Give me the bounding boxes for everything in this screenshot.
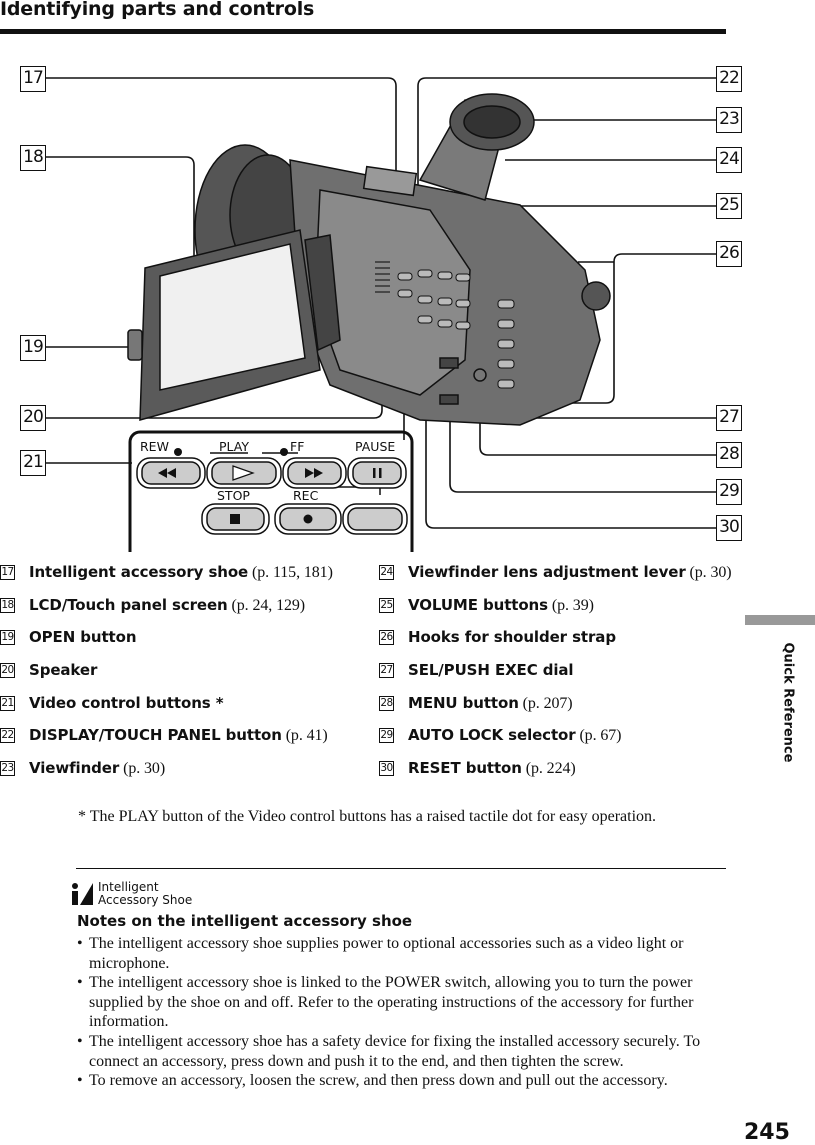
part-number: 30	[379, 761, 394, 777]
notes-list: •The intelligent accessory shoe supplies…	[77, 934, 729, 1091]
part-item: 22 DISPLAY/TOUCH PANEL button (p. 41)	[0, 726, 375, 759]
part-number: 29	[379, 728, 394, 744]
section-label: Quick Reference	[780, 642, 796, 763]
part-number: 25	[379, 597, 394, 613]
callout-26: 26	[716, 241, 742, 267]
note-item: •The intelligent accessory shoe supplies…	[77, 935, 684, 972]
section-divider	[76, 868, 726, 869]
footnote: * The PLAY button of the Video control b…	[78, 808, 657, 825]
part-name: Intelligent accessory shoe	[29, 563, 249, 581]
part-ref: (p. 224)	[521, 760, 576, 778]
note-text: The intelligent accessory shoe supplies …	[89, 935, 684, 972]
part-name: MENU button	[408, 693, 519, 712]
note-text: The intelligent accessory shoe has a saf…	[89, 1032, 701, 1070]
callout-18: 18	[20, 145, 46, 171]
part-ref: (p. 30)	[685, 564, 732, 581]
part-number: 21	[0, 695, 15, 711]
part-ref: (p. 67)	[575, 727, 622, 745]
part-number: 20	[0, 663, 15, 679]
part-name: RESET button	[408, 759, 522, 778]
rew-label: REW	[140, 439, 169, 454]
callout-30: 30	[716, 515, 742, 541]
part-item: 23 Viewfinder (p. 30)	[0, 759, 375, 792]
play-label: PLAY	[219, 439, 250, 454]
parts-list-right: 24 Viewfinder lens adjustment lever (p. 3…	[379, 563, 739, 792]
part-number: 24	[379, 565, 394, 580]
part-ref: (p. 24, 129)	[227, 596, 306, 614]
part-name: Hooks for shoulder strap	[408, 628, 616, 647]
part-name: AUTO LOCK selector	[408, 726, 576, 745]
note-item: •The intelligent accessory shoe has a sa…	[77, 1032, 701, 1070]
part-item: 30 RESET button (p. 224)	[379, 759, 739, 792]
part-name: VOLUME buttons	[408, 595, 548, 614]
note-text: To remove an accessory, loosen the screw…	[89, 1072, 668, 1090]
pause-label: PAUSE	[355, 439, 396, 454]
part-ref: (p. 115, 181)	[248, 564, 333, 581]
callout-17: 17	[20, 66, 46, 92]
part-number: 27	[379, 663, 394, 679]
part-number: 19	[0, 630, 15, 646]
part-number: 23	[0, 761, 15, 777]
part-item: 24 Viewfinder lens adjustment lever (p. 3…	[379, 563, 739, 596]
part-item: 28 MENU button (p. 207)	[379, 694, 739, 727]
part-name: LCD/Touch panel screen	[29, 595, 228, 614]
rec-label: REC	[293, 488, 319, 503]
part-name: OPEN button	[29, 628, 137, 647]
part-number: 22	[0, 728, 15, 744]
part-item: 29 AUTO LOCK selector (p. 67)	[379, 726, 739, 759]
callout-21: 21	[20, 450, 46, 476]
callout-20: 20	[20, 405, 46, 431]
section-tab	[745, 615, 815, 625]
callout-28: 28	[716, 442, 742, 468]
title-rule	[0, 29, 726, 34]
camcorder-illustration	[46, 77, 716, 552]
part-item: 26 Hooks for shoulder strap	[379, 628, 739, 661]
notes-title: Notes on the intelligent accessory shoe	[77, 912, 413, 930]
part-name: Viewfinder lens adjustment lever	[408, 563, 686, 581]
camcorder-diagram: REW PLAY FF PAUSE STOP REC 17 18 19 20 2…	[0, 40, 760, 552]
ff-label: FF	[290, 439, 305, 454]
part-item: 25 VOLUME buttons (p. 39)	[379, 596, 739, 629]
part-name: Viewfinder	[29, 759, 120, 778]
note-item: •The intelligent accessory shoe is linke…	[77, 974, 694, 1031]
part-item: 17 Intelligent accessory shoe (p. 115, 18…	[0, 563, 375, 596]
note-text: The intelligent accessory shoe is linked…	[89, 974, 694, 1031]
part-name: Video control buttons *	[29, 693, 224, 712]
part-ref: (p. 39)	[547, 596, 594, 614]
callout-23: 23	[716, 107, 742, 133]
part-item: 19 OPEN button	[0, 628, 375, 661]
part-item: 18 LCD/Touch panel screen (p. 24, 129)	[0, 596, 375, 629]
logo-text: Intelligent Accessory Shoe	[98, 881, 192, 906]
page-number: 245	[744, 1120, 790, 1145]
intelligent-accessory-shoe-icon	[72, 883, 93, 905]
part-name: Speaker	[29, 661, 98, 680]
parts-list-left: 17 Intelligent accessory shoe (p. 115, 18…	[0, 563, 375, 792]
callout-19: 19	[20, 335, 46, 361]
logo-text-line2: Accessory Shoe	[98, 892, 193, 907]
part-item: 20 Speaker	[0, 661, 375, 694]
part-name: DISPLAY/TOUCH PANEL button	[29, 726, 282, 745]
callout-24: 24	[716, 147, 742, 173]
part-number: 26	[379, 630, 394, 646]
callout-22: 22	[716, 66, 742, 92]
part-name: SEL/PUSH EXEC dial	[408, 661, 574, 680]
page-title: Identifying parts and controls	[0, 0, 315, 20]
part-number: 28	[379, 695, 394, 711]
note-item: •To remove an accessory, loosen the scre…	[77, 1072, 668, 1090]
callout-27: 27	[716, 405, 742, 431]
stop-label: STOP	[217, 488, 250, 503]
part-number: 17	[0, 565, 15, 580]
part-ref: (p. 207)	[518, 694, 573, 712]
part-number: 18	[0, 597, 15, 613]
callout-29: 29	[716, 479, 742, 505]
part-ref: (p. 30)	[119, 760, 166, 778]
part-ref: (p. 41)	[281, 727, 328, 745]
logo-text-line1: Intelligent	[98, 880, 159, 894]
part-item: 27 SEL/PUSH EXEC dial	[379, 661, 739, 694]
part-item: 21 Video control buttons *	[0, 694, 375, 727]
callout-25: 25	[716, 193, 742, 219]
